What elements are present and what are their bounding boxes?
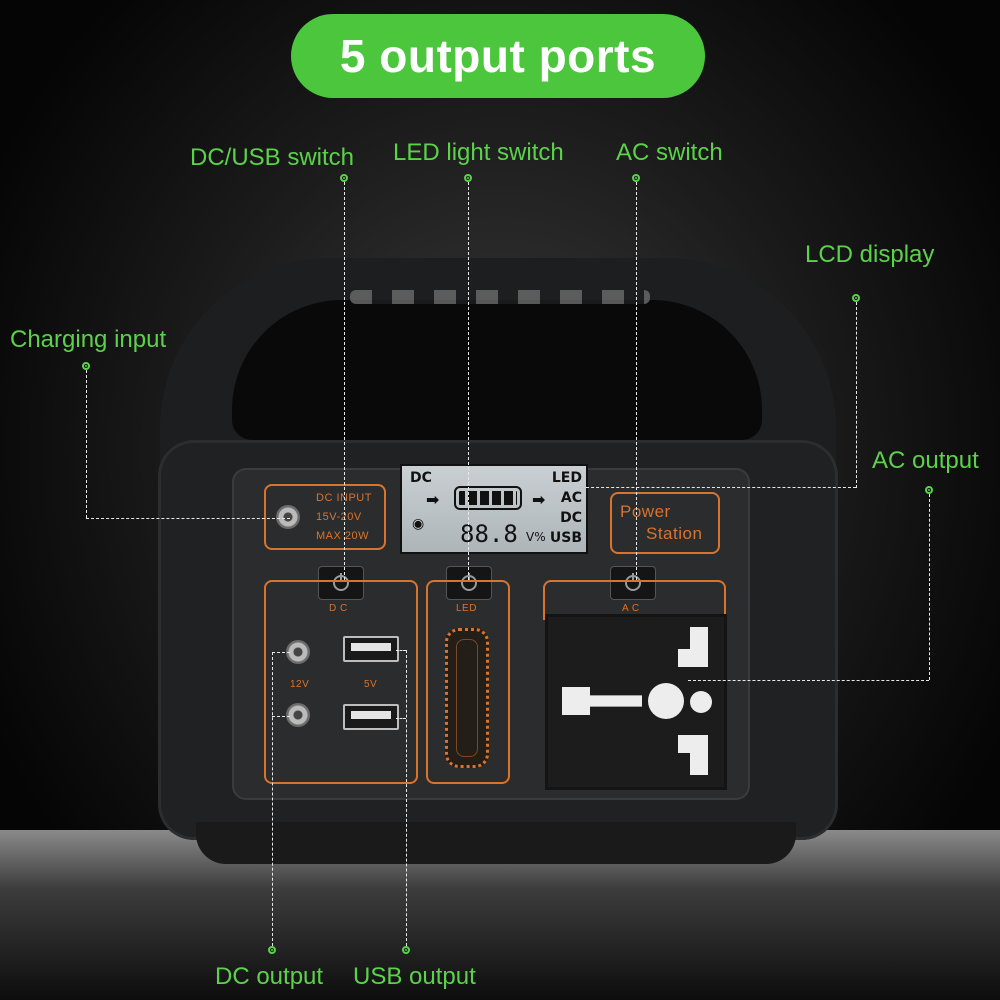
- callout-dot-ac-output: [925, 486, 933, 494]
- power-icon: [333, 573, 349, 591]
- leader-charging-horizontal: [86, 518, 290, 519]
- callout-dot-dc-usb: [340, 174, 348, 182]
- power-icon: [625, 573, 641, 591]
- callout-dc-output: DC output: [215, 963, 324, 990]
- callout-lcd-display: LCD display: [805, 241, 935, 268]
- led-button-label: LED: [456, 603, 477, 614]
- leader-usb-output-bottom: [396, 718, 406, 719]
- lcd-display: DC ➡ ➡ ◉ 88.8 V% LED AC DC USB: [400, 464, 588, 554]
- leader-ac-output-horizontal: [688, 680, 929, 681]
- leader-lcd-horizontal: [586, 487, 856, 488]
- leader-dc-output-top: [272, 652, 290, 653]
- dc-usb-switch-button[interactable]: [318, 566, 364, 600]
- led-light-panel: [426, 580, 510, 784]
- leader-ac-output-vertical: [929, 494, 930, 680]
- ac-universal-socket[interactable]: [545, 614, 727, 790]
- callout-ac-switch: AC switch: [616, 139, 723, 166]
- lcd-usb-label: USB: [549, 530, 582, 546]
- leader-dc-usb-switch: [344, 182, 345, 580]
- socket-hole-center: [648, 683, 684, 719]
- leader-ac-switch: [636, 182, 637, 580]
- socket-slot-left: [562, 687, 642, 715]
- leader-lcd-vertical: [856, 302, 857, 488]
- device-base: [196, 822, 796, 864]
- target-icon: ◉: [412, 516, 425, 532]
- lcd-dc2-label: DC: [560, 510, 582, 526]
- lcd-dc-label: DC: [410, 470, 432, 486]
- charging-input-panel: [264, 484, 386, 550]
- input-label-line2: 15V-20V: [316, 511, 362, 523]
- leader-led-switch: [468, 182, 469, 580]
- port-5v-label: 5V: [364, 679, 378, 690]
- dc-usb-output-panel: [264, 580, 418, 784]
- dc-button-label: D C: [329, 603, 348, 614]
- brand-line1: Power: [620, 502, 671, 521]
- leader-usb-output-top: [396, 650, 406, 651]
- callout-dot-lcd: [852, 294, 860, 302]
- callout-led-light-switch: LED light switch: [393, 139, 564, 166]
- callout-dot-charging: [82, 362, 90, 370]
- socket-slot-top: [678, 627, 708, 667]
- callout-charging-input: Charging input: [10, 326, 167, 353]
- callout-ac-output: AC output: [872, 447, 979, 474]
- leader-usb-output: [406, 650, 407, 946]
- ac-switch-button[interactable]: [610, 566, 656, 600]
- leader-dc-output: [272, 652, 273, 946]
- usb-port-bottom[interactable]: [343, 704, 399, 730]
- brand-line2: Station: [646, 524, 703, 543]
- dc-12v-port-top[interactable]: [286, 640, 310, 664]
- callout-dot-usb-output: [402, 946, 410, 954]
- callout-dc-usb-switch: DC/USB switch: [190, 144, 355, 171]
- dc-input-port[interactable]: [276, 505, 300, 529]
- handle-opening: [232, 300, 762, 440]
- lcd-ac-label: AC: [560, 490, 582, 506]
- socket-slot-bottom: [678, 735, 708, 775]
- arrow-right-icon: ➡: [532, 490, 546, 509]
- port-12v-label: 12V: [290, 679, 310, 690]
- leader-charging-vertical: [86, 370, 87, 518]
- lcd-unit: V%: [526, 530, 546, 544]
- power-icon: [461, 573, 477, 591]
- lcd-digits: 88.8: [460, 520, 518, 548]
- callout-dot-ac-switch: [632, 174, 640, 182]
- led-light-switch-button[interactable]: [446, 566, 492, 600]
- callout-usb-output: USB output: [353, 963, 476, 990]
- dc-12v-port-bottom[interactable]: [286, 703, 310, 727]
- banner-title: 5 output ports: [291, 14, 705, 98]
- callout-dot-led: [464, 174, 472, 182]
- led-lamp: [445, 628, 489, 768]
- socket-hole-right: [690, 691, 712, 713]
- callout-dot-dc-output: [268, 946, 276, 954]
- handle-grip-ridges: [350, 290, 650, 304]
- leader-dc-output-bottom: [272, 716, 290, 717]
- brand-box: [610, 492, 720, 554]
- battery-icon: [454, 486, 522, 510]
- usb-port-top[interactable]: [343, 636, 399, 662]
- arrow-right-icon: ➡: [426, 490, 440, 509]
- ac-output-panel: [543, 580, 726, 620]
- input-label-line3: MAX 20W: [316, 530, 370, 542]
- input-label-line1: DC INPUT: [316, 492, 372, 504]
- lcd-led-label: LED: [551, 470, 582, 486]
- ac-button-label: A C: [622, 603, 640, 614]
